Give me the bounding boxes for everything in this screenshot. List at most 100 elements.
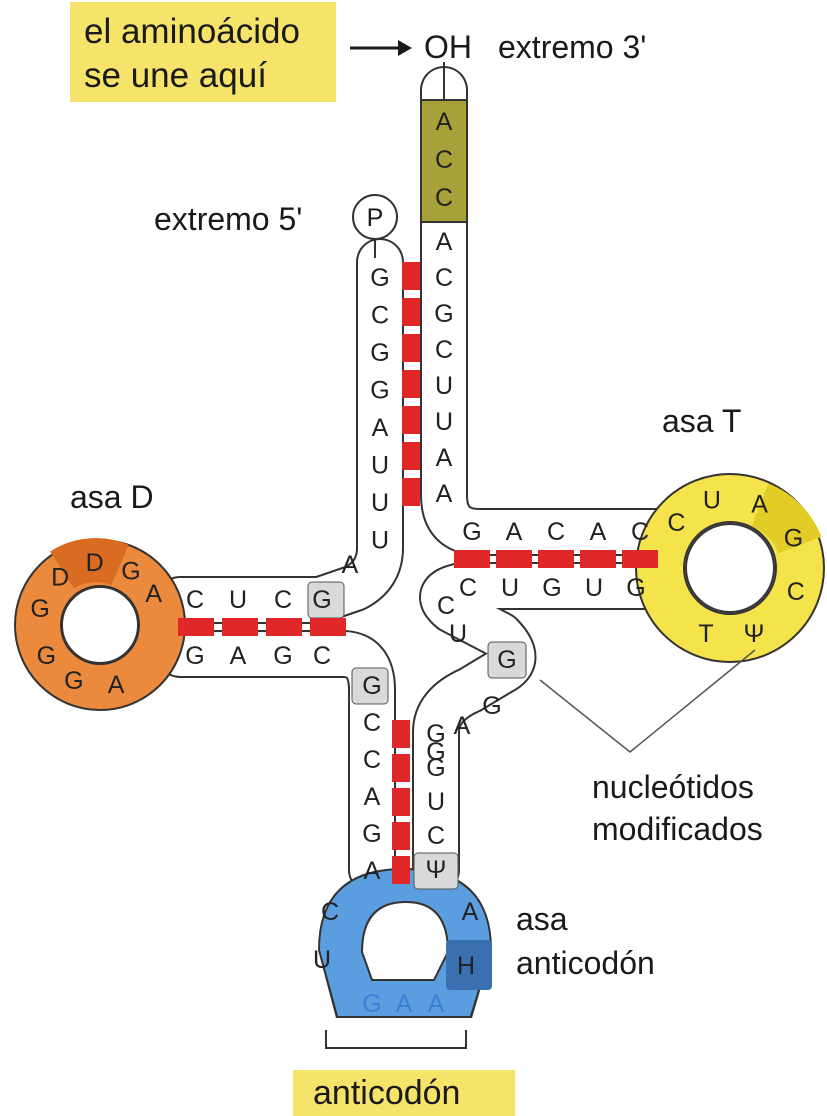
t-stem-top-base: C — [547, 518, 565, 546]
t-stem-bottom-base: G — [626, 574, 645, 602]
anticodon-loop-base: U — [313, 946, 331, 974]
base-pair-bar — [402, 370, 420, 398]
base-pair-bar — [178, 618, 214, 636]
anticodon-stem-left-base: G — [362, 672, 381, 700]
acceptor-5prime-base: U — [371, 452, 389, 480]
t-stem-top-base: G — [462, 518, 481, 546]
base-pair-bar — [454, 550, 490, 568]
acceptor-5prime-base: C — [371, 302, 389, 330]
d-loop-base: G — [30, 595, 49, 623]
anticodon-stem-left-base: C — [363, 746, 381, 774]
d-stem-bottom-base: G — [273, 642, 292, 670]
anticodon-stem-left-base: G — [362, 820, 381, 848]
acceptor-5prime-base: A — [372, 414, 389, 442]
acceptor-end-base: C — [435, 184, 453, 212]
anticodon-stem-right-base: C — [427, 822, 445, 850]
base-pair-bar — [402, 406, 420, 434]
modified-pointer-lines — [540, 650, 755, 752]
end3-label: extremo 3' — [498, 29, 646, 65]
anticodon-loop-base: H — [457, 952, 475, 980]
oh-label: OH — [424, 29, 472, 65]
t-stem-top-base: A — [590, 518, 607, 546]
arrow-head — [398, 40, 412, 56]
acceptor-5prime-base: U — [371, 489, 389, 517]
anticodon-stem-right-base: U — [427, 788, 445, 816]
base-pair-bar — [392, 754, 410, 782]
acceptor-3prime-base: A — [436, 444, 453, 472]
d-loop-base: D — [51, 564, 69, 592]
d-loop-base: G — [64, 667, 83, 695]
acceptor-end-base: C — [435, 146, 453, 174]
d-stem-top-base: U — [229, 586, 247, 614]
d-stem-top-base: C — [274, 586, 292, 614]
base-pair-bar — [402, 442, 420, 470]
d-loop-label: asa D — [70, 479, 154, 515]
t-loop-label: asa T — [662, 403, 741, 439]
d-stem-top-base: C — [186, 586, 204, 614]
anticodon-stem-left-base: A — [364, 857, 381, 885]
junction-base: A — [342, 551, 359, 579]
t-stem-top-base: C — [631, 518, 649, 546]
d-loop-base: G — [37, 642, 56, 670]
acceptor-3prime-base: C — [435, 336, 453, 364]
acceptor-3prime-base: G — [434, 300, 453, 328]
base-pair-bar — [496, 550, 532, 568]
variable-loop-base: G — [482, 692, 501, 720]
t-stem-bottom-base: G — [542, 574, 561, 602]
base-pair-bar — [392, 822, 410, 850]
variable-loop-base: C — [437, 592, 455, 620]
anticodon-stem-left-base: C — [363, 709, 381, 737]
d-loop-base: A — [145, 580, 162, 608]
acceptor-3prime-base: C — [435, 264, 453, 292]
t-stem-bottom-base: U — [501, 574, 519, 602]
variable-loop-base: A — [454, 712, 471, 740]
base-pair-bar — [266, 618, 302, 636]
base-pair-bar — [392, 720, 410, 748]
base-pair-bar — [310, 618, 346, 636]
variable-loop-base: U — [449, 620, 467, 648]
base-pair-bar — [622, 550, 658, 568]
t-loop-base: Ψ — [743, 620, 764, 648]
d-stem-bottom-base: C — [313, 642, 331, 670]
t-stem-bottom-base: C — [459, 574, 477, 602]
end5-label: extremo 5' — [154, 201, 302, 237]
anticodon-stem-right-base: G — [426, 720, 445, 748]
acceptor-3prime-base: U — [435, 372, 453, 400]
anticodon-base: A — [428, 990, 445, 1018]
t-loop-base: U — [703, 486, 721, 514]
anticodon-stem-right-base: G — [426, 754, 445, 782]
acceptor-5prime-base: G — [370, 377, 389, 405]
base-pair-bar — [222, 618, 258, 636]
modified-label-line1: nucleótidos — [592, 769, 754, 805]
d-loop-base: A — [108, 671, 125, 699]
modified-label-line2: modificados — [592, 811, 763, 847]
variable-loop-base: G — [497, 646, 516, 674]
d-stem-bottom-base: A — [230, 642, 247, 670]
anticodon-loop-base: C — [321, 898, 339, 926]
acceptor-3prime-base: A — [436, 480, 453, 508]
acceptor-5prime-base: U — [371, 527, 389, 555]
base-pair-bar — [392, 856, 410, 884]
acceptor-5prime-base: G — [370, 339, 389, 367]
anticodon-base: G — [362, 990, 381, 1018]
base-pair-bar — [402, 298, 420, 326]
base-pair-bar — [402, 334, 420, 362]
base-pair-bar — [402, 262, 420, 290]
d-loop-base: G — [121, 557, 140, 585]
t-loop-base: A — [751, 491, 768, 519]
d-loop-base: D — [86, 549, 104, 577]
acceptor-end-base: A — [436, 108, 453, 136]
anticodon-base: A — [396, 990, 413, 1018]
t-stem-bottom-base: U — [585, 574, 603, 602]
acceptor-3prime-base: A — [436, 228, 453, 256]
t-loop-base: C — [667, 509, 685, 537]
phosphate-label: P — [367, 204, 384, 232]
t-loop-base: T — [698, 620, 713, 648]
t-loop-base: C — [787, 578, 805, 606]
anticodon-stem-left-base: A — [364, 783, 381, 811]
anticodon-loop-label-line1: asa — [516, 901, 568, 937]
anticodon-stem-right-base: Ψ — [426, 856, 447, 884]
anticodon-loop-label-line2: anticodón — [516, 945, 655, 981]
base-pair-bar — [402, 478, 420, 506]
